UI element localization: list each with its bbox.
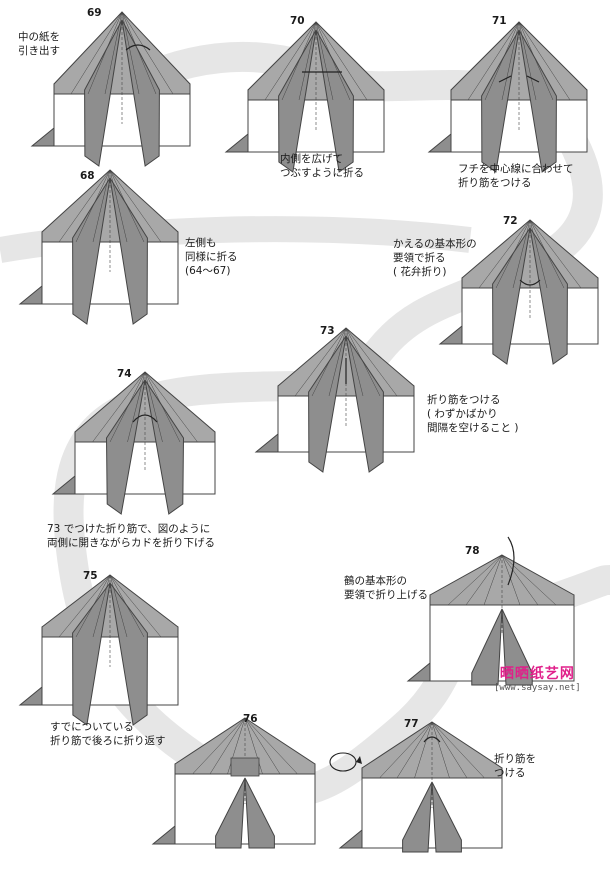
watermark-url: [www.saysay.net] (494, 683, 581, 693)
step-number-71: 71 (492, 15, 507, 27)
step-70-instruction: 内側を広げてつぶすように折る (280, 152, 364, 180)
step-71-instruction: フチを中心線に合わせて折り筋をつける (458, 162, 574, 190)
floor-flap (429, 134, 451, 152)
site-watermark: 晒晒纸艺网 [www.saysay.net] (494, 663, 581, 693)
step-number-70: 70 (290, 15, 305, 27)
step-77-instruction: 折り筋をつける (494, 752, 536, 780)
floor-flap (32, 128, 54, 146)
floor-flap (440, 326, 462, 344)
step-number-76: 76 (243, 713, 258, 725)
step-number-74: 74 (117, 368, 132, 380)
step-78-instruction: 鶴の基本形の要領で折り上げる (344, 574, 428, 602)
floor-flap (256, 434, 278, 452)
model-75 (20, 575, 178, 725)
step-72-instruction: かえるの基本形の要領で折る( 花弁折り) (393, 237, 477, 279)
step-number-73: 73 (320, 325, 335, 337)
collapsed-point (231, 758, 259, 776)
step-number-72: 72 (503, 215, 518, 227)
step-number-77: 77 (404, 718, 419, 730)
floor-flap (153, 826, 175, 844)
step-number-78: 78 (465, 545, 480, 557)
step-number-69: 69 (87, 7, 102, 19)
step-74-instruction: 73 でつけた折り筋で、図のように両側に開きながらカドを折り下げる (47, 522, 215, 550)
step-73-instruction: 折り筋をつける( わずかばかり間隔を空けること ) (427, 393, 518, 435)
floor-flap (340, 830, 362, 848)
step-68-instruction: 左側も同様に折る(64〜67) (185, 236, 238, 278)
step-number-68: 68 (80, 170, 95, 182)
watermark-title: 晒晒纸艺网 (494, 663, 581, 683)
model-68 (20, 170, 178, 324)
floor-flap (20, 687, 42, 705)
floor-flap (226, 134, 248, 152)
floor-flap (408, 663, 430, 681)
step-69-instruction: 中の紙を引き出す (18, 30, 60, 58)
floor-flap (20, 286, 42, 304)
step-number-75: 75 (83, 570, 98, 582)
model-71 (429, 22, 587, 172)
step-75-instruction: すでについている折り筋で後ろに折り返す (50, 720, 166, 748)
